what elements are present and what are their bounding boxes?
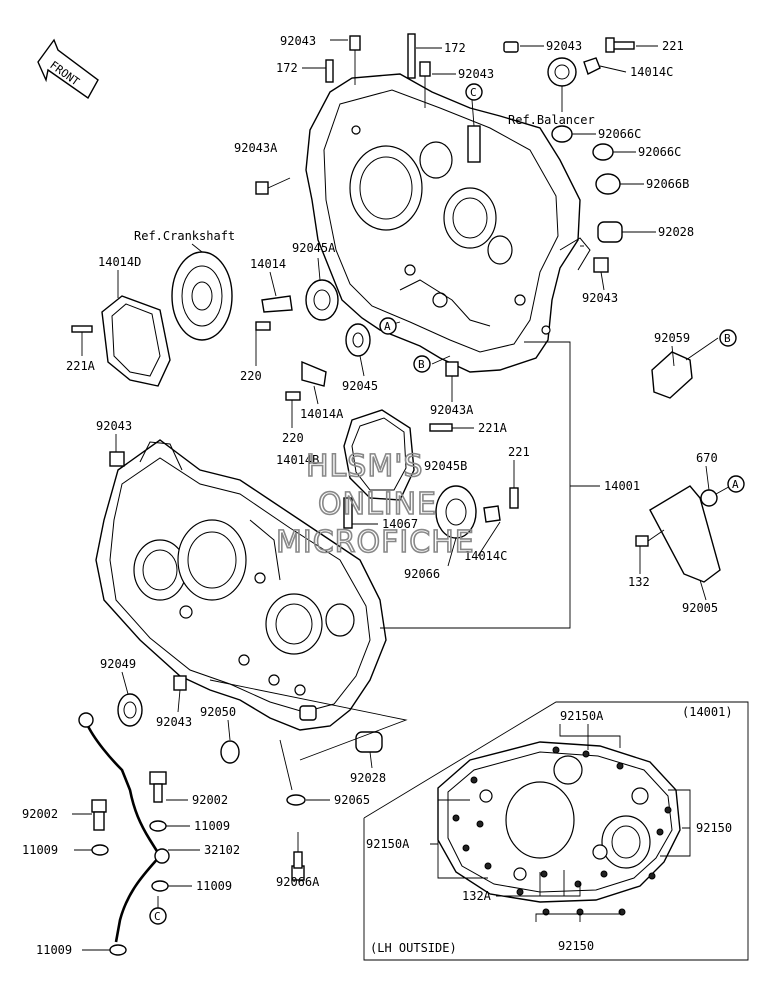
label-92066a: 92066A (276, 875, 320, 889)
label-11009-d: 11009 (36, 943, 72, 957)
label-14014c-tr: 14014C (630, 65, 673, 79)
label-92066b: 92066B (646, 177, 689, 191)
label-220-a: 220 (240, 369, 262, 383)
label-92150-b: 92150 (558, 939, 594, 953)
label-92045: 92045 (342, 379, 378, 393)
label-92049: 92049 (100, 657, 136, 671)
callout-a-right: A (732, 478, 739, 491)
label-92002-a: 92002 (22, 807, 58, 821)
callout-circles: C A B B A C (149, 83, 745, 925)
top-fasteners (255, 33, 635, 195)
label-132: 132 (628, 575, 650, 589)
label-92028-b: 92028 (350, 771, 386, 785)
label-92043-bl: 92043 (156, 715, 192, 729)
crankcase-left-half (95, 439, 387, 731)
watermark: HLSM'S ONLINE MICROFICHE (275, 448, 475, 561)
label-221a-c: 221A (478, 421, 508, 435)
right-parts (635, 351, 721, 583)
label-92043-tr: 92043 (546, 39, 582, 53)
label-14067: 14067 (382, 517, 418, 531)
watermark-line2: ONLINE (318, 487, 437, 522)
watermark-line3: MICROFICHE (276, 525, 475, 560)
label-14014a: 14014A (300, 407, 344, 421)
callout-c-top: C (470, 86, 477, 99)
label-11009-c: 11009 (196, 879, 232, 893)
label-221-c: 221 (508, 445, 530, 459)
label-32102: 32102 (204, 843, 240, 857)
label-inset-ref: (14001) (682, 705, 733, 719)
label-11009-a: 11009 (194, 819, 230, 833)
label-92043-top: 92043 (280, 34, 316, 48)
label-92002-b: 92002 (192, 793, 228, 807)
label-14001: 14001 (604, 479, 640, 493)
label-92028-tr: 92028 (658, 225, 694, 239)
inset-lh-outside (363, 701, 749, 961)
crank-bearing-group (71, 251, 459, 401)
label-92059: 92059 (654, 331, 690, 345)
label-92045a: 92045A (292, 241, 336, 255)
label-ref-crankshaft: Ref.Crankshaft (134, 229, 235, 243)
label-92043a-c: 92043A (430, 403, 474, 417)
label-14014: 14014 (250, 257, 286, 271)
label-92066c-b: 92066C (638, 145, 681, 159)
label-172-left: 172 (276, 61, 298, 75)
label-92050: 92050 (200, 705, 236, 719)
callout-b-left: B (418, 358, 425, 371)
watermark-line1: HLSM'S (306, 449, 424, 484)
bracket-14001 (380, 341, 600, 629)
label-14014d: 14014D (98, 255, 141, 269)
callout-c-bottom: C (154, 910, 161, 923)
center-cover-group (343, 409, 519, 539)
label-132a: 132A (462, 889, 492, 903)
crankcase-right-half (305, 73, 591, 373)
part-labels: 92043 172 172 92043 92043 221 14014C Ref… (22, 34, 733, 957)
callout-a-left: A (384, 320, 391, 333)
label-92043-l: 92043 (96, 419, 132, 433)
label-92005: 92005 (682, 601, 718, 615)
label-221a-l: 221A (66, 359, 96, 373)
label-14014b: 14014B (276, 453, 319, 467)
label-670: 670 (696, 451, 718, 465)
label-92065: 92065 (334, 793, 370, 807)
label-221-tr: 221 (662, 39, 684, 53)
label-92043a-l: 92043A (234, 141, 278, 155)
oil-pipe-group (78, 712, 170, 956)
label-92066: 92066 (404, 567, 440, 581)
label-14014c-c: 14014C (464, 549, 507, 563)
label-172-top: 172 (444, 41, 466, 55)
leader-lines (72, 39, 735, 951)
label-92150-r: 92150 (696, 821, 732, 835)
label-92150a-l: 92150A (366, 837, 410, 851)
label-92150a-top: 92150A (560, 709, 604, 723)
front-arrow-icon: FRONT (37, 38, 99, 100)
label-inset-caption: (LH OUTSIDE) (370, 941, 457, 955)
lower-parts (117, 675, 383, 881)
label-92045b: 92045B (424, 459, 467, 473)
label-ref-balancer: Ref.Balancer (508, 113, 595, 127)
label-92066c-a: 92066C (598, 127, 641, 141)
callout-b-right: B (724, 332, 731, 345)
label-220-b: 220 (282, 431, 304, 445)
label-11009-b: 11009 (22, 843, 58, 857)
label-92043-r: 92043 (582, 291, 618, 305)
label-92043-mid: 92043 (458, 67, 494, 81)
